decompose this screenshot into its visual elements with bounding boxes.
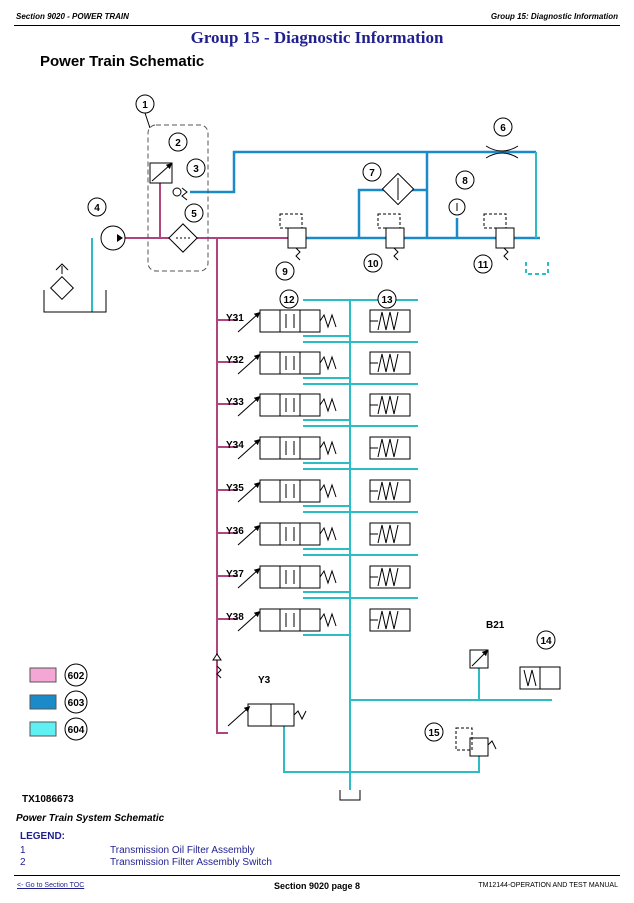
solenoid-label: Y36 — [226, 526, 244, 537]
solenoid-valve — [259, 565, 321, 589]
svg-text:8: 8 — [462, 176, 468, 187]
svg-text:3: 3 — [193, 164, 199, 175]
solenoid-label: Y34 — [226, 440, 244, 451]
teal-key — [29, 721, 57, 737]
check-valve — [172, 187, 182, 197]
svg-text:2: 2 — [175, 138, 181, 149]
svg-text:10: 10 — [367, 259, 379, 270]
solenoid-label: Y35 — [226, 483, 244, 494]
solenoid-label: Y33 — [226, 397, 244, 408]
y3-label: Y3 — [258, 675, 271, 686]
solenoid-valve — [259, 436, 321, 460]
solenoid-valve — [259, 608, 321, 632]
svg-text:13: 13 — [381, 295, 393, 306]
pink-lines — [113, 170, 290, 734]
svg-text:9: 9 — [282, 267, 288, 278]
page-header: Section 9020 - POWER TRAIN Group 15: Dia… — [14, 8, 620, 26]
figure-id: TX1086673 — [22, 794, 74, 805]
teal-lines — [91, 152, 552, 790]
blue-lines — [190, 150, 540, 240]
oil-filter — [168, 223, 198, 253]
svg-text:4: 4 — [94, 203, 100, 214]
filter-assembly-box — [147, 124, 209, 272]
go-to-toc-link[interactable]: <- Go to Section TOC — [17, 882, 85, 889]
relief-valves — [279, 213, 515, 249]
svg-text:1: 1 — [142, 100, 148, 111]
schematic-title: Power Train Schematic — [40, 53, 205, 70]
solenoid-label: Y32 — [226, 355, 244, 366]
group-title: Group 15 - Diagnostic Information — [190, 28, 444, 47]
solenoid-label: Y37 — [226, 569, 244, 580]
svg-text:7: 7 — [369, 168, 375, 179]
page-number: Section 9020 page 8 — [273, 881, 361, 891]
sump — [43, 290, 107, 313]
solenoid-valve — [259, 351, 321, 375]
solenoid-label: Y38 — [226, 612, 244, 623]
valve-15 — [469, 737, 489, 757]
section-label: Section 9020 - POWER TRAIN — [16, 12, 129, 21]
svg-text:14: 14 — [540, 636, 552, 647]
solenoid-valve — [259, 522, 321, 546]
svg-text:15: 15 — [428, 728, 440, 739]
solenoid-label: Y31 — [226, 313, 244, 324]
page-footer: <- Go to Section TOC Section 9020 page 8… — [14, 875, 620, 894]
group-label: Group 15: Diagnostic Information — [490, 12, 618, 21]
svg-text:12: 12 — [283, 295, 295, 306]
svg-text:5: 5 — [191, 209, 197, 220]
key-602: 602 — [68, 671, 85, 682]
key-603: 603 — [68, 698, 85, 709]
blue-key — [29, 694, 57, 710]
b21-label: B21 — [486, 620, 505, 631]
legend-heading: LEGEND: — [20, 831, 65, 842]
orifice — [485, 145, 519, 159]
solenoid-valve — [259, 393, 321, 417]
key-604: 604 — [68, 725, 85, 736]
solenoid-valve — [259, 309, 321, 333]
pink-key — [29, 667, 57, 683]
manual-name: TM12144-OPERATION AND TEST MANUAL — [478, 882, 618, 889]
solenoid-valve — [259, 479, 321, 503]
figure-caption: Power Train System Schematic — [16, 813, 165, 824]
svg-text:11: 11 — [478, 260, 489, 271]
callouts: 1 2 3 4 5 6 7 8 9 10 11 12 13 14 15 — [87, 94, 556, 742]
svg-text:6: 6 — [500, 123, 506, 134]
pump — [100, 225, 126, 251]
